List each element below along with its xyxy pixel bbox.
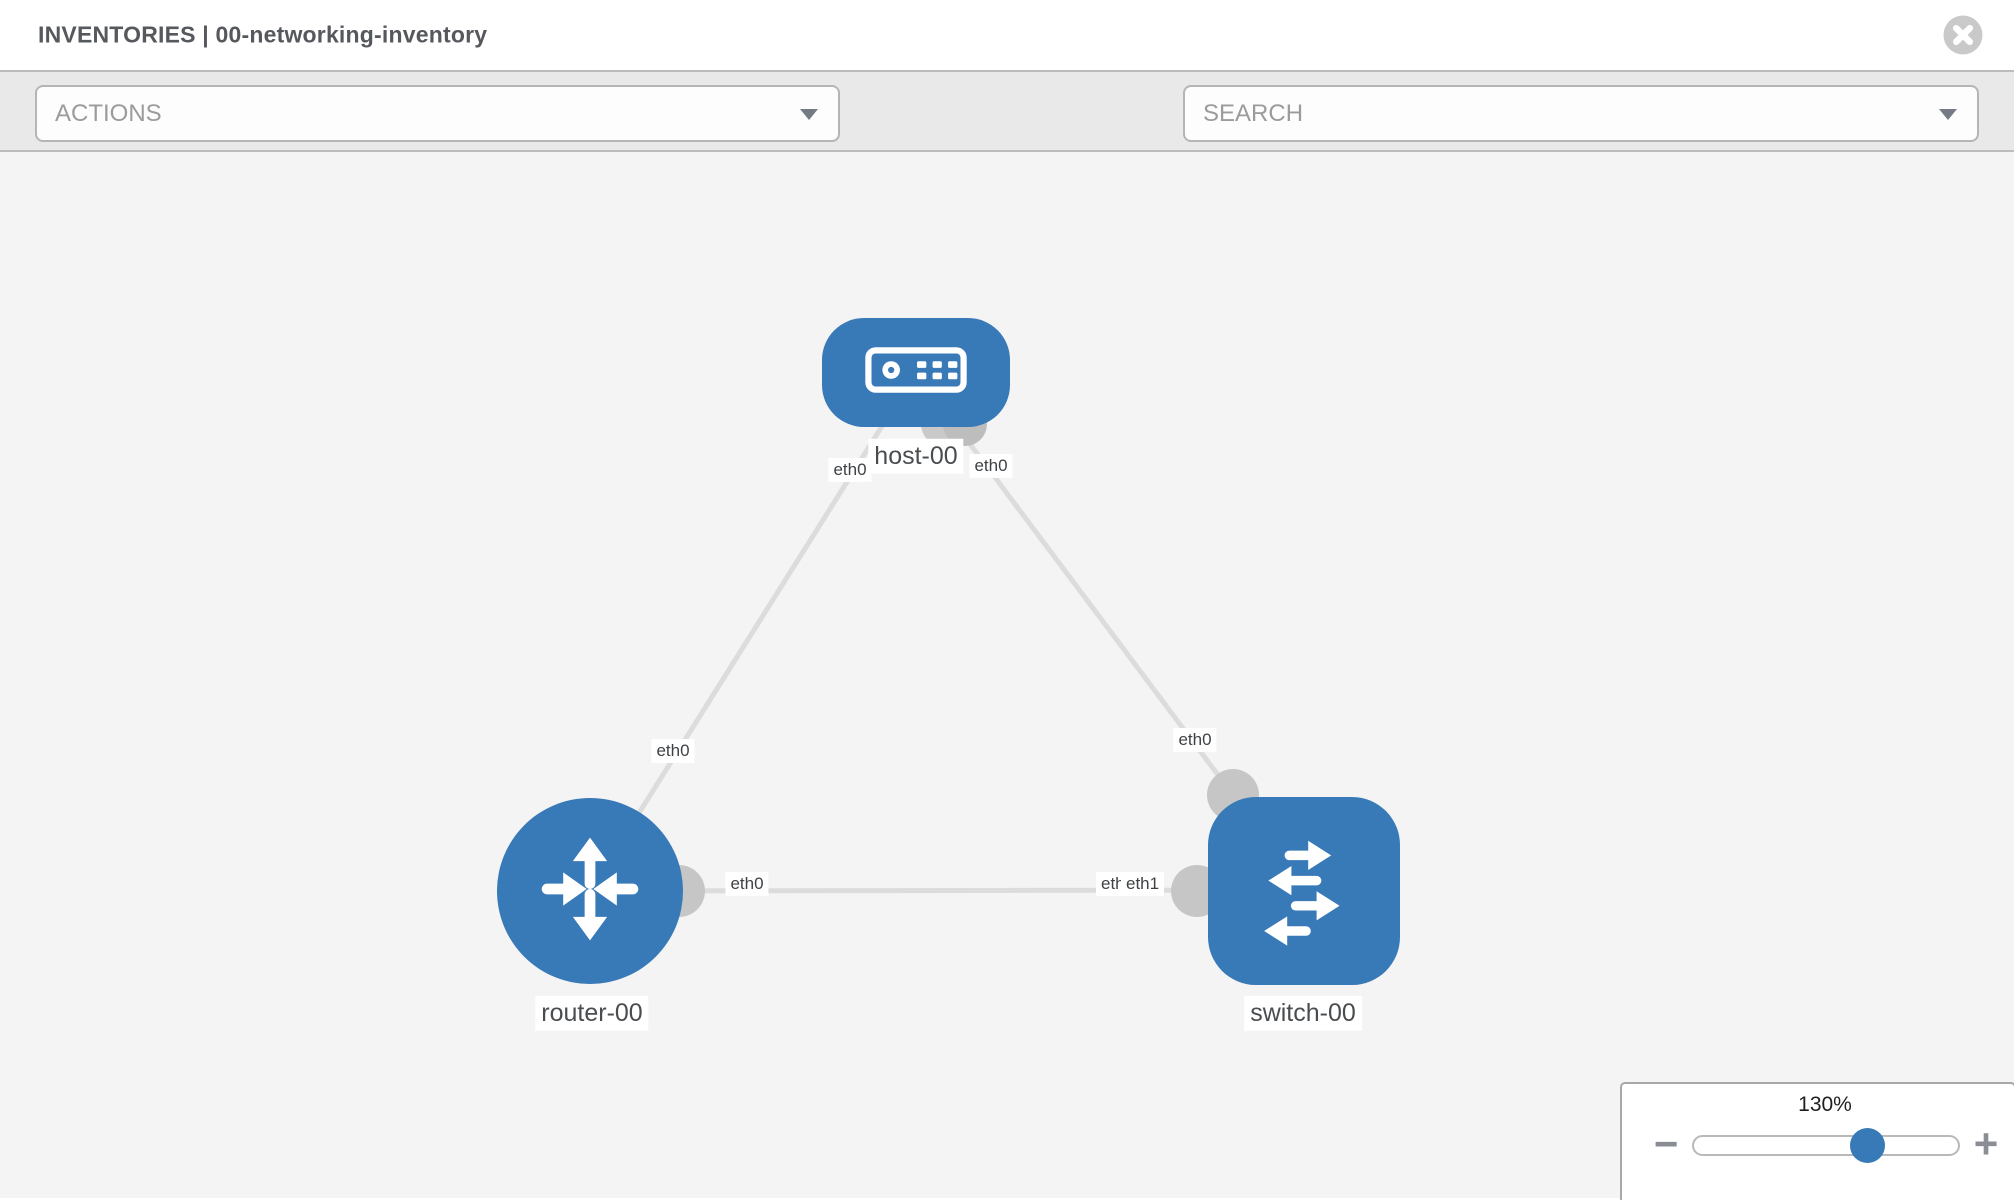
zoom-control-panel: 130% − +	[1620, 1082, 2014, 1200]
interface-label: eth0	[651, 738, 695, 764]
zoom-out-button[interactable]: −	[1642, 1114, 1690, 1174]
search-dropdown-label: SEARCH	[1203, 99, 1304, 127]
node-router-00[interactable]	[497, 798, 683, 984]
topology-canvas[interactable]: host-00 router-00 switch-00 eth0 eth0 et…	[0, 152, 2014, 1200]
search-dropdown[interactable]: SEARCH	[1183, 85, 1979, 142]
page-header: INVENTORIES | 00-networking-inventory	[0, 0, 2014, 70]
close-button[interactable]	[1943, 15, 1983, 55]
zoom-in-button[interactable]: +	[1962, 1114, 2010, 1174]
interface-label: eth0	[828, 457, 872, 483]
edge-layer	[587, 370, 1305, 894]
plus-icon: +	[1973, 1120, 1999, 1167]
page-title: INVENTORIES | 00-networking-inventory	[38, 21, 488, 48]
actions-dropdown-label: ACTIONS	[55, 99, 162, 127]
chevron-down-icon	[1939, 108, 1957, 120]
zoom-slider[interactable]	[1692, 1128, 1960, 1163]
times-circle-icon	[1943, 15, 1983, 58]
node-switch-00[interactable]	[1208, 797, 1400, 985]
chevron-down-icon	[800, 108, 818, 120]
switch-icon	[1241, 826, 1367, 957]
interface-label: eth0	[725, 871, 769, 897]
actions-dropdown[interactable]: ACTIONS	[35, 85, 840, 142]
toolbar: ACTIONS SEARCH	[0, 70, 2014, 201]
node-label-host: host-00	[868, 438, 964, 474]
interface-label: eth0	[969, 453, 1013, 479]
router-icon	[531, 830, 649, 953]
interface-label: eth1	[1121, 871, 1165, 897]
node-host-00[interactable]	[822, 318, 1010, 427]
server-icon	[864, 340, 968, 405]
zoom-level-value: 130%	[1798, 1093, 1852, 1116]
node-label-switch: switch-00	[1244, 995, 1362, 1031]
minus-icon: −	[1653, 1120, 1679, 1167]
interface-label: eth0	[1173, 727, 1217, 753]
zoom-slider-thumb[interactable]	[1850, 1128, 1885, 1163]
node-label-router: router-00	[535, 995, 649, 1031]
